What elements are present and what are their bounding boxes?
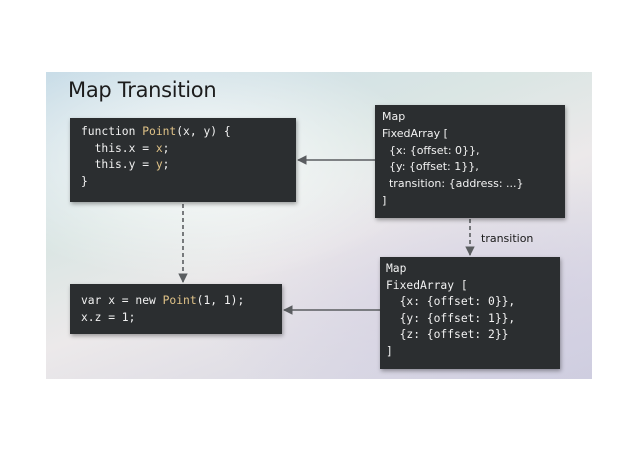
- code-text: var x = new: [81, 294, 163, 307]
- code-identifier: Point: [142, 125, 177, 138]
- code-text: this.x =: [81, 141, 156, 155]
- code-identifier: x: [155, 141, 163, 155]
- map-line: ]: [382, 193, 387, 207]
- code-line: }: [81, 174, 296, 191]
- map-line: {x: {offset: 0}},: [386, 295, 516, 308]
- code-box-usage: var x = new Point(1, 1);x.z = 1;: [70, 284, 282, 334]
- code-text: function: [81, 125, 143, 138]
- connector-arrows: [178, 155, 475, 315]
- code-text: x.z = 1;: [81, 310, 136, 324]
- map-line: {y: {offset: 1}},: [386, 311, 516, 325]
- code-line: function Point(x, y) {: [81, 124, 296, 141]
- slide-background: Map Transition function Point(x, y) { th…: [46, 72, 592, 379]
- code-text: (x, y) {: [176, 125, 231, 138]
- map-line: FixedArray [: [386, 278, 468, 292]
- map-line: transition: {address: ...}: [382, 177, 524, 191]
- transition-label: transition: [481, 232, 534, 245]
- code-identifier: y: [155, 158, 163, 171]
- map-line: FixedArray [: [382, 126, 448, 140]
- code-text: ;: [162, 141, 170, 155]
- code-line: var x = new Point(1, 1);: [81, 293, 282, 310]
- map-line: {z: {offset: 2}}: [386, 328, 509, 341]
- code-line: x.z = 1;: [81, 310, 282, 327]
- code-box-function: function Point(x, y) { this.x = x; this.…: [70, 118, 296, 202]
- code-text: (1, 1);: [196, 294, 245, 307]
- code-text: ;: [162, 158, 170, 171]
- code-text: }: [81, 174, 88, 188]
- map-line: {y: {offset: 1}},: [382, 160, 479, 174]
- code-identifier: Point: [162, 294, 197, 307]
- slide-title: Map Transition: [68, 78, 217, 102]
- code-line: this.x = x;: [81, 141, 296, 158]
- code-text: this.y =: [81, 158, 156, 171]
- code-line: this.y = y;: [81, 157, 296, 174]
- map-line: {x: {offset: 0}},: [382, 143, 480, 157]
- map-line: ]: [386, 344, 393, 358]
- map-line: Map: [386, 262, 407, 275]
- map-line: Map: [382, 110, 406, 123]
